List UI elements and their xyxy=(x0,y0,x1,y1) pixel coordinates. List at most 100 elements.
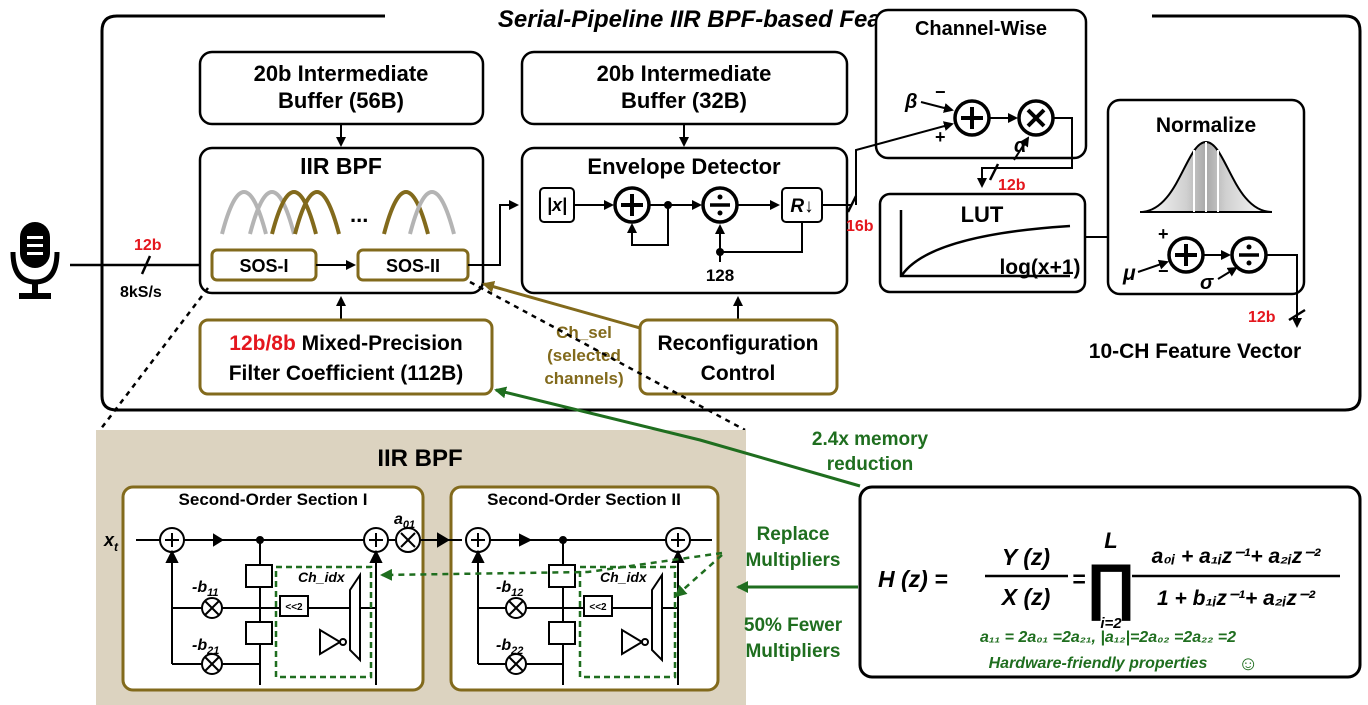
formula-num: Y (z) xyxy=(1002,544,1050,570)
buffer1-line1: 20b Intermediate xyxy=(254,61,429,86)
abs-label: |x| xyxy=(547,195,567,215)
sigma-label: σ xyxy=(1200,272,1214,294)
beta-label: β xyxy=(904,91,917,113)
sos-i-detail xyxy=(121,485,425,692)
shift-label-2: <<2 xyxy=(589,602,607,613)
sos1-label: SOS-I xyxy=(239,256,288,276)
detail-a01-sub: 01 xyxy=(403,519,415,531)
detail-x-t: x xyxy=(103,530,115,550)
formula-prod: ∏ xyxy=(1085,552,1136,621)
formula-prod-bottom: i=2 xyxy=(1100,615,1122,632)
iir-bpf-title: IIR BPF xyxy=(300,153,382,179)
output-bits: 12b xyxy=(1248,309,1276,326)
input-rate: 8kS/s xyxy=(120,284,162,301)
fewer-note-2: Multipliers xyxy=(745,641,840,662)
buffer2-line2: Buffer (32B) xyxy=(621,88,747,113)
sos-ii-circuit xyxy=(465,527,712,685)
normalize-minus: − xyxy=(1158,261,1169,281)
channel-wise-title: Channel-Wise xyxy=(915,18,1047,40)
coeff-precision: 12b/8b xyxy=(229,332,296,355)
b21-label: -b21 xyxy=(192,637,219,657)
detail-b22: -b xyxy=(496,637,511,654)
outer-frame xyxy=(100,14,1362,412)
b11-label: -b11 xyxy=(192,579,219,599)
formula-eq: = xyxy=(1072,566,1085,592)
channel-wise-multiplier-icon xyxy=(1017,99,1055,137)
a01-label: a01 xyxy=(394,511,415,531)
detail-a01: a xyxy=(394,511,403,528)
formula-note: Hardware-friendly properties xyxy=(989,655,1208,672)
ch-sel-line2: (selected xyxy=(547,346,621,365)
gaussian-curve-icon xyxy=(1139,140,1273,213)
envelope-title: Envelope Detector xyxy=(587,154,781,179)
detail-b11-sub: 11 xyxy=(207,587,218,599)
output-label: 10-CH Feature Vector xyxy=(1089,340,1301,363)
sos-i-circuit xyxy=(136,527,462,685)
envelope-bits: 16b xyxy=(846,218,874,235)
formula-rhs-num: a₀ᵢ + a₁ᵢz⁻¹+ a₂ᵢz⁻² xyxy=(1152,545,1322,568)
filter-bank-curves xyxy=(220,190,456,235)
buffer1-line2: Buffer (56B) xyxy=(278,88,404,113)
formula-h: H (z) = xyxy=(878,566,948,592)
detail-title: IIR BPF xyxy=(377,445,462,472)
formula-prod-top: L xyxy=(1104,528,1117,553)
b12-label: -b12 xyxy=(496,579,523,599)
shift-label-1: <<2 xyxy=(285,602,303,613)
reconfig-line2: Control xyxy=(701,362,776,385)
b22-label: -b22 xyxy=(496,637,523,657)
ch-idx-1: Ch_idx xyxy=(298,569,346,585)
downsample-label: R↓ xyxy=(790,196,813,217)
normalize-plus: + xyxy=(1158,224,1169,244)
mux-region-2 xyxy=(578,565,677,679)
sos-i-title: Second-Order Section I xyxy=(179,490,368,509)
microphone-icon xyxy=(10,222,60,299)
memory-note-1: 2.4x memory xyxy=(812,429,929,450)
channel-wise-adder-icon xyxy=(953,99,991,137)
normalize-adder-icon xyxy=(1167,236,1205,274)
channel-wise-plus: + xyxy=(935,127,946,147)
smiley-icon: ☺ xyxy=(1238,653,1258,675)
svg-text:12b/8b Mixed-Precision: 12b/8b Mixed-Precision xyxy=(229,332,462,355)
x-t-label: xt xyxy=(103,530,119,554)
detail-b12: -b xyxy=(496,579,511,596)
mux-region-1 xyxy=(274,565,373,679)
envelope-detector-block xyxy=(520,146,849,295)
detail-b21: -b xyxy=(192,637,207,654)
ch-idx-2: Ch_idx xyxy=(600,569,648,585)
detail-b22-sub: 22 xyxy=(510,645,523,657)
envelope-divider-icon xyxy=(701,186,739,224)
lut-block xyxy=(878,192,1087,294)
sos2-label: SOS-II xyxy=(386,256,440,276)
detail-b11: -b xyxy=(192,579,207,596)
formula-den: X (z) xyxy=(1000,584,1051,610)
normalize-title: Normalize xyxy=(1156,114,1256,137)
reconfig-line1: Reconfiguration xyxy=(658,332,819,355)
detail-b21-sub: 21 xyxy=(206,645,219,657)
coefficient-memory xyxy=(198,318,494,396)
alpha-label: α xyxy=(1014,135,1028,157)
ch-sel-line3: channels) xyxy=(544,369,623,388)
channel-wise-bits: 12b xyxy=(998,177,1026,194)
channel-wise-minus: − xyxy=(935,82,946,102)
coeff-line1: Mixed-Precision xyxy=(296,332,463,355)
lut-title: LUT xyxy=(961,202,1004,227)
envelope-const: 128 xyxy=(706,266,734,285)
memory-note-2: reduction xyxy=(827,454,914,475)
formula-box xyxy=(858,485,1362,679)
buffer2-line1: 20b Intermediate xyxy=(597,61,772,86)
fewer-note-1: 50% Fewer xyxy=(744,615,843,636)
reconfiguration-control xyxy=(638,318,839,396)
ch-sel-line1: Ch_sel xyxy=(556,323,612,342)
replace-note-2: Multipliers xyxy=(745,550,840,571)
input-bits: 12b xyxy=(134,237,162,254)
formula-rhs-den: 1 + b₁ᵢz⁻¹+ a₂ᵢz⁻² xyxy=(1157,587,1316,610)
detail-b12-sub: 12 xyxy=(511,587,523,599)
sos-ii-title: Second-Order Section II xyxy=(487,490,681,509)
formula-props: a₁₁ = 2a₀₁ =2a₂₁, |a₁₂|=2a₀₂ =2a₂₂ =2 xyxy=(980,629,1236,646)
normalize-divider-icon xyxy=(1230,236,1268,274)
filter-bank-ellipsis: ... xyxy=(350,202,368,227)
detail-x-t-sub: t xyxy=(114,540,119,554)
replace-note-1: Replace xyxy=(757,524,830,545)
envelope-adder-icon xyxy=(613,186,651,224)
